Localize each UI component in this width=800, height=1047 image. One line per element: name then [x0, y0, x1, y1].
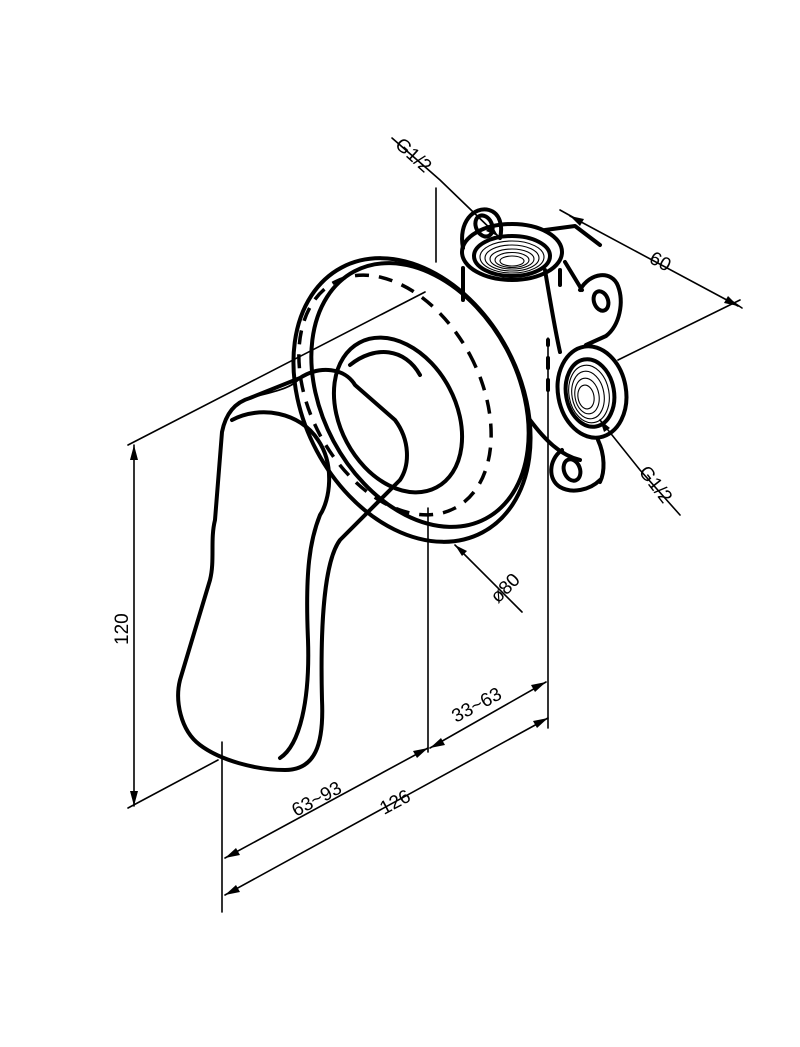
side-inlet-label: G1/2: [634, 462, 676, 507]
leader-side-inlet: G1/2: [599, 419, 681, 516]
total-length-label: 126: [376, 786, 414, 819]
dimension-depth: 60: [559, 209, 743, 361]
side-inlet-port: [555, 344, 629, 440]
depth-dimension-label: 60: [646, 248, 675, 276]
height-dimension-label: 120: [112, 613, 133, 645]
handle-range-label: 63~93: [288, 778, 345, 822]
dimension-body-range: 33~63: [429, 681, 547, 749]
lever-handle: [176, 367, 409, 772]
leader-top-inlet: G1/2: [391, 134, 499, 237]
extension-lines: [221, 187, 550, 913]
plate-diameter-label: ø80: [487, 570, 525, 608]
leader-plate-diameter: ø80: [454, 544, 525, 613]
mounting-body: [460, 207, 623, 493]
handle-stem: [331, 335, 465, 495]
top-inlet-port: [460, 222, 564, 282]
escutcheon-plate: [291, 256, 533, 544]
dimension-total-length: 126: [224, 717, 549, 896]
dimension-height: 120: [112, 291, 426, 809]
